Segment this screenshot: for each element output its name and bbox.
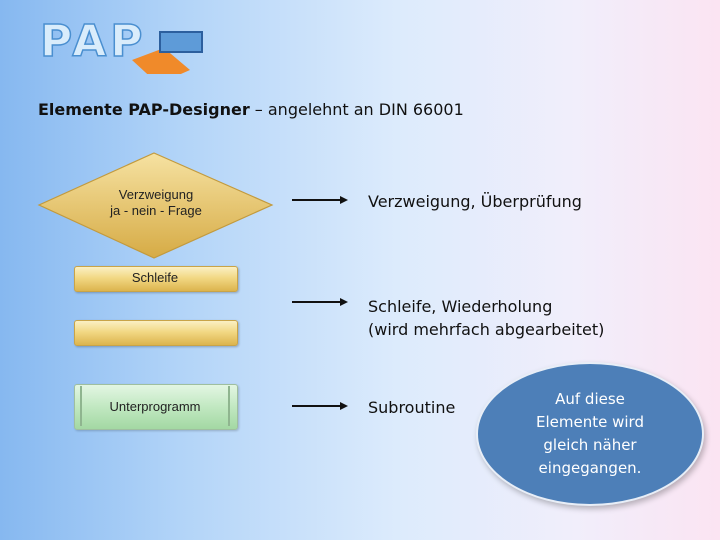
decision-label-line2: ja - nein - Frage [110, 203, 202, 218]
arrow-subroutine [292, 402, 348, 410]
logo-graphic [132, 31, 203, 74]
logo-text: PAP [39, 15, 147, 68]
callout-bubble: Auf diese Elemente wird gleich näher ein… [476, 362, 704, 506]
decision-diamond-shape [37, 152, 274, 259]
logo-orange-shape [132, 48, 190, 74]
subtitle-bold: Elemente PAP-Designer [38, 100, 250, 119]
pap-logo: PAP [36, 14, 216, 74]
desc-decision: Verzweigung, Überprüfung [368, 192, 582, 211]
logo-blue-box [159, 31, 203, 53]
desc-loop-line2: (wird mehrfach abgearbeitet) [368, 320, 605, 339]
decision-label: Verzweigung ja - nein - Frage [96, 187, 216, 219]
subtitle: Elemente PAP-Designer – angelehnt an DIN… [38, 100, 464, 119]
loop-end-bar [74, 320, 238, 346]
subroutine-right-stripe [228, 386, 230, 426]
callout-text: Auf diese Elemente wird gleich näher ein… [536, 390, 644, 477]
loop-start-bar [74, 266, 238, 292]
desc-subroutine: Subroutine [368, 398, 456, 417]
arrow-decision [292, 196, 348, 204]
subtitle-rest: – angelehnt an DIN 66001 [249, 100, 464, 119]
subroutine-box [74, 384, 238, 430]
desc-loop: Schleife, Wiederholung (wird mehrfach ab… [368, 295, 604, 341]
loop-label: Schleife [131, 270, 179, 285]
subroutine-left-stripe [80, 386, 82, 426]
desc-loop-line1: Schleife, Wiederholung [368, 297, 553, 316]
arrow-loop [292, 298, 348, 306]
decision-label-line1: Verzweigung [118, 187, 194, 202]
subroutine-label: Unterprogramm [109, 399, 201, 414]
